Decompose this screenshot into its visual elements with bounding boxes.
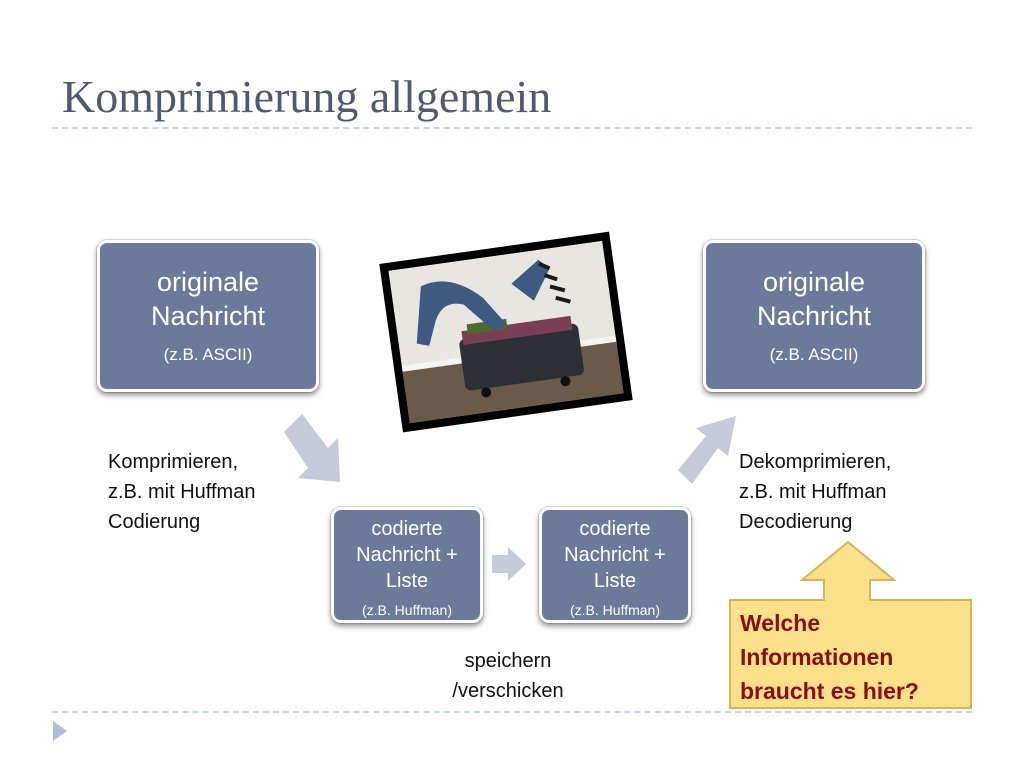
- title-divider: [52, 127, 972, 129]
- slide-title: Komprimierung allgemein: [62, 71, 552, 122]
- suitcase-photo: [379, 231, 633, 433]
- box-main-text: originale Nachricht: [756, 267, 872, 331]
- box-main-text: originale Nachricht: [150, 267, 266, 331]
- suitcase-illustration: [388, 240, 624, 424]
- box-sub-text: (z.B. Huffman): [570, 602, 660, 618]
- box-sub-text: (z.B. Huffman): [362, 602, 452, 618]
- original-message-box-left: originale Nachricht (z.B. ASCII): [97, 240, 319, 392]
- box-sub-text: (z.B. ASCII): [163, 345, 253, 364]
- arrow-down-right-icon: [284, 414, 340, 482]
- original-message-box-right: originale Nachricht (z.B. ASCII): [703, 240, 925, 392]
- question-callout-shape: [729, 540, 972, 709]
- decompress-label: Dekomprimieren, z.B. mit Huffman Decodie…: [739, 451, 892, 533]
- coded-message-box-left: codierte Nachricht + Liste (z.B. Huffman…: [331, 507, 483, 623]
- store-send-label: speichern /verschicken: [452, 650, 564, 702]
- arrow-up-right-icon: [678, 416, 736, 484]
- question-callout-text: Welche Informationen braucht es hier?: [740, 610, 919, 704]
- coded-message-box-right: codierte Nachricht + Liste (z.B. Huffman…: [539, 507, 691, 623]
- box-main-text: codierte Nachricht + Liste: [564, 518, 666, 592]
- box-sub-text: (z.B. ASCII): [769, 345, 859, 364]
- compress-label: Komprimieren, z.B. mit Huffman Codierung: [108, 451, 256, 533]
- play-triangle-icon[interactable]: [52, 720, 68, 742]
- arrow-right-icon: [492, 547, 526, 581]
- box-main-text: codierte Nachricht + Liste: [356, 518, 458, 592]
- footer-divider: [52, 711, 972, 713]
